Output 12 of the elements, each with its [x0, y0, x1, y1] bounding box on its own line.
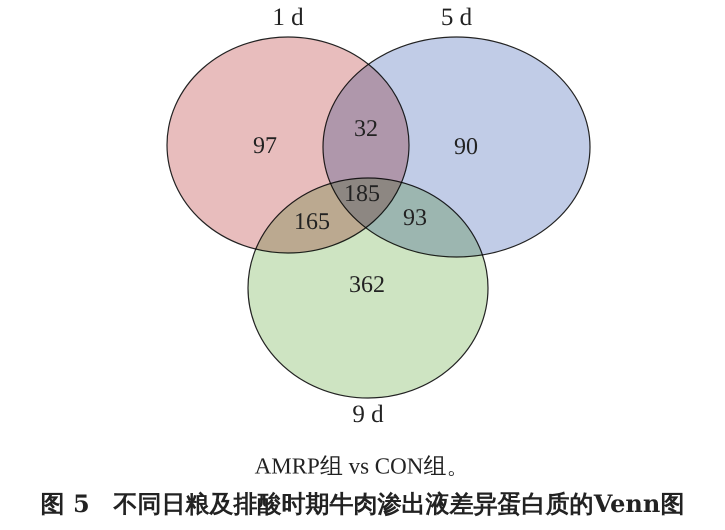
- note-text: AMRP组 vs CON组。: [254, 454, 470, 478]
- region-count: 32: [354, 117, 378, 141]
- region-count: 93: [403, 206, 427, 230]
- set-label: 9 d: [351, 400, 385, 430]
- region-count: 165: [294, 210, 330, 234]
- region-count: 90: [454, 135, 478, 159]
- region-count: 97: [253, 134, 277, 158]
- set-label: 1 d: [271, 3, 305, 33]
- region-count: 362: [349, 273, 385, 297]
- figure-caption: 图 5 不同日粮及排酸时期牛肉渗出液差异蛋白质的Venn图: [40, 488, 686, 520]
- set-label: 5 d: [440, 3, 474, 33]
- region-count: 185: [344, 182, 380, 206]
